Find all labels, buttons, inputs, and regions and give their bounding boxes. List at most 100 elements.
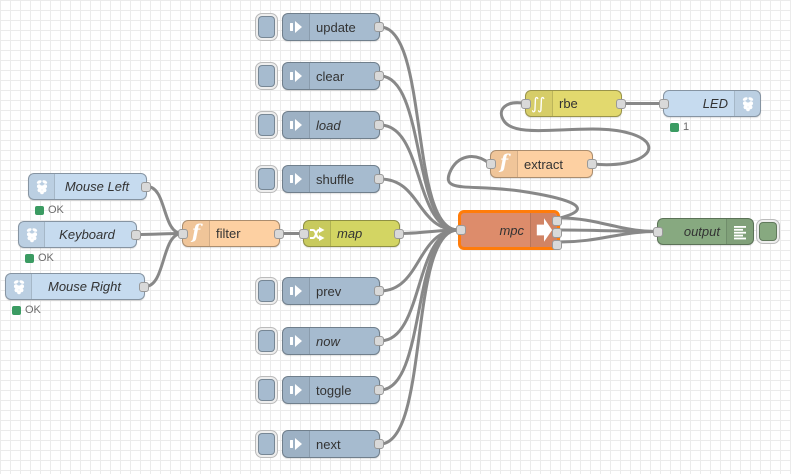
output-port[interactable]: [374, 120, 384, 130]
output-port[interactable]: [616, 98, 626, 109]
node-label: clear: [316, 68, 345, 84]
output-port[interactable]: [131, 229, 141, 240]
inject-arrow-icon: [283, 112, 310, 138]
node-label: next: [316, 436, 341, 452]
raspberry-pi-icon: [29, 174, 55, 199]
function-icon: f: [183, 221, 210, 246]
input-port[interactable]: [653, 226, 663, 237]
output-port[interactable]: [141, 181, 151, 192]
inject-arrow-icon: [283, 431, 310, 457]
inject-arrow-icon: [283, 166, 310, 192]
svg-text:∫: ∫: [537, 95, 545, 113]
wire-mouse-left-to-filter[interactable]: [145, 185, 184, 235]
status-dot-icon: [12, 305, 21, 315]
node-inject-toggle[interactable]: toggle: [282, 376, 384, 404]
wire-extract-to-rbe[interactable]: [499, 101, 651, 167]
wire-mouse-right-to-filter[interactable]: [143, 232, 184, 288]
node-rbe[interactable]: ∫∫ rbe: [521, 90, 626, 117]
node-mouse-right[interactable]: Mouse Right: [5, 273, 149, 300]
output-port-3[interactable]: [552, 240, 562, 250]
inject-button-prev[interactable]: [255, 277, 278, 305]
node-label: Mouse Left: [64, 179, 130, 194]
node-status: OK: [12, 304, 41, 316]
inject-arrow-icon: [283, 278, 310, 304]
wire-mpc-out3-to-output[interactable]: [558, 230, 659, 244]
output-port[interactable]: [374, 286, 384, 296]
node-label: now: [316, 333, 340, 349]
node-mouse-left[interactable]: Mouse Left: [28, 173, 151, 200]
node-output[interactable]: output: [653, 218, 754, 245]
node-status: 1: [670, 121, 689, 133]
node-status: OK: [35, 204, 64, 216]
node-label: Mouse Right: [48, 279, 121, 294]
node-label: mpc: [499, 222, 524, 238]
node-extract[interactable]: f extract: [486, 150, 597, 178]
output-port[interactable]: [394, 228, 404, 239]
output-port-2[interactable]: [552, 228, 562, 238]
node-label: map: [337, 226, 363, 241]
input-port[interactable]: [521, 98, 531, 109]
raspberry-pi-icon: [19, 222, 45, 247]
node-led[interactable]: LED: [659, 90, 761, 117]
node-keyboard[interactable]: Keyboard: [18, 221, 141, 248]
debug-toggle-button[interactable]: [756, 219, 780, 244]
output-port[interactable]: [374, 174, 384, 184]
output-port[interactable]: [374, 385, 384, 395]
input-port[interactable]: [659, 98, 669, 109]
debug-list-icon: [726, 219, 753, 244]
node-label: LED: [702, 96, 728, 111]
inject-button-clear[interactable]: [255, 62, 278, 90]
inject-arrow-icon: [283, 14, 310, 40]
node-inject-next[interactable]: next: [282, 430, 384, 458]
raspberry-pi-icon: [734, 91, 760, 116]
node-map[interactable]: map: [299, 220, 404, 247]
output-port[interactable]: [274, 228, 284, 239]
wire-load-to-mpc[interactable]: [378, 123, 460, 232]
node-label: filter: [216, 226, 241, 241]
output-port[interactable]: [139, 281, 149, 292]
inject-arrow-icon: [283, 328, 310, 354]
wire-mpc-out1-to-extract[interactable]: [446, 155, 579, 220]
node-mpc[interactable]: mpc: [456, 210, 562, 250]
input-port[interactable]: [486, 159, 496, 169]
node-inject-now[interactable]: now: [282, 327, 384, 355]
output-port[interactable]: [374, 439, 384, 449]
wire-shuffle-to-mpc[interactable]: [378, 177, 460, 232]
input-port[interactable]: [178, 228, 188, 239]
inject-button-now[interactable]: [255, 327, 278, 355]
inject-button-next[interactable]: [255, 430, 278, 458]
svg-text:∫: ∫: [531, 95, 539, 113]
input-port[interactable]: [299, 228, 309, 239]
status-dot-icon: [25, 253, 34, 263]
output-port-1[interactable]: [552, 216, 562, 226]
node-filter[interactable]: f filter: [178, 220, 284, 247]
inject-button-load[interactable]: [255, 111, 278, 139]
input-port[interactable]: [456, 225, 466, 235]
node-label: shuffle: [316, 171, 355, 187]
wire-next-to-mpc[interactable]: [378, 228, 460, 446]
node-inject-prev[interactable]: prev: [282, 277, 384, 305]
status-dot-icon: [35, 205, 44, 215]
node-label: toggle: [316, 382, 352, 398]
node-label: Keyboard: [59, 227, 115, 242]
inject-arrow-icon: [283, 63, 310, 89]
node-inject-clear[interactable]: clear: [282, 62, 384, 90]
status-dot-icon: [670, 122, 679, 132]
node-label: update: [316, 19, 356, 35]
output-port[interactable]: [587, 159, 597, 169]
inject-button-toggle[interactable]: [255, 376, 278, 404]
wire-toggle-to-mpc[interactable]: [378, 228, 460, 392]
output-port[interactable]: [374, 336, 384, 346]
node-label: rbe: [559, 96, 578, 111]
inject-button-shuffle[interactable]: [255, 165, 278, 193]
node-inject-shuffle[interactable]: shuffle: [282, 165, 384, 193]
node-inject-load[interactable]: load: [282, 111, 384, 139]
node-inject-update[interactable]: update: [282, 13, 384, 41]
output-port[interactable]: [374, 22, 384, 32]
node-label: output: [683, 224, 720, 239]
node-label: load: [316, 117, 341, 133]
output-port[interactable]: [374, 71, 384, 81]
inject-button-update[interactable]: [255, 13, 278, 41]
